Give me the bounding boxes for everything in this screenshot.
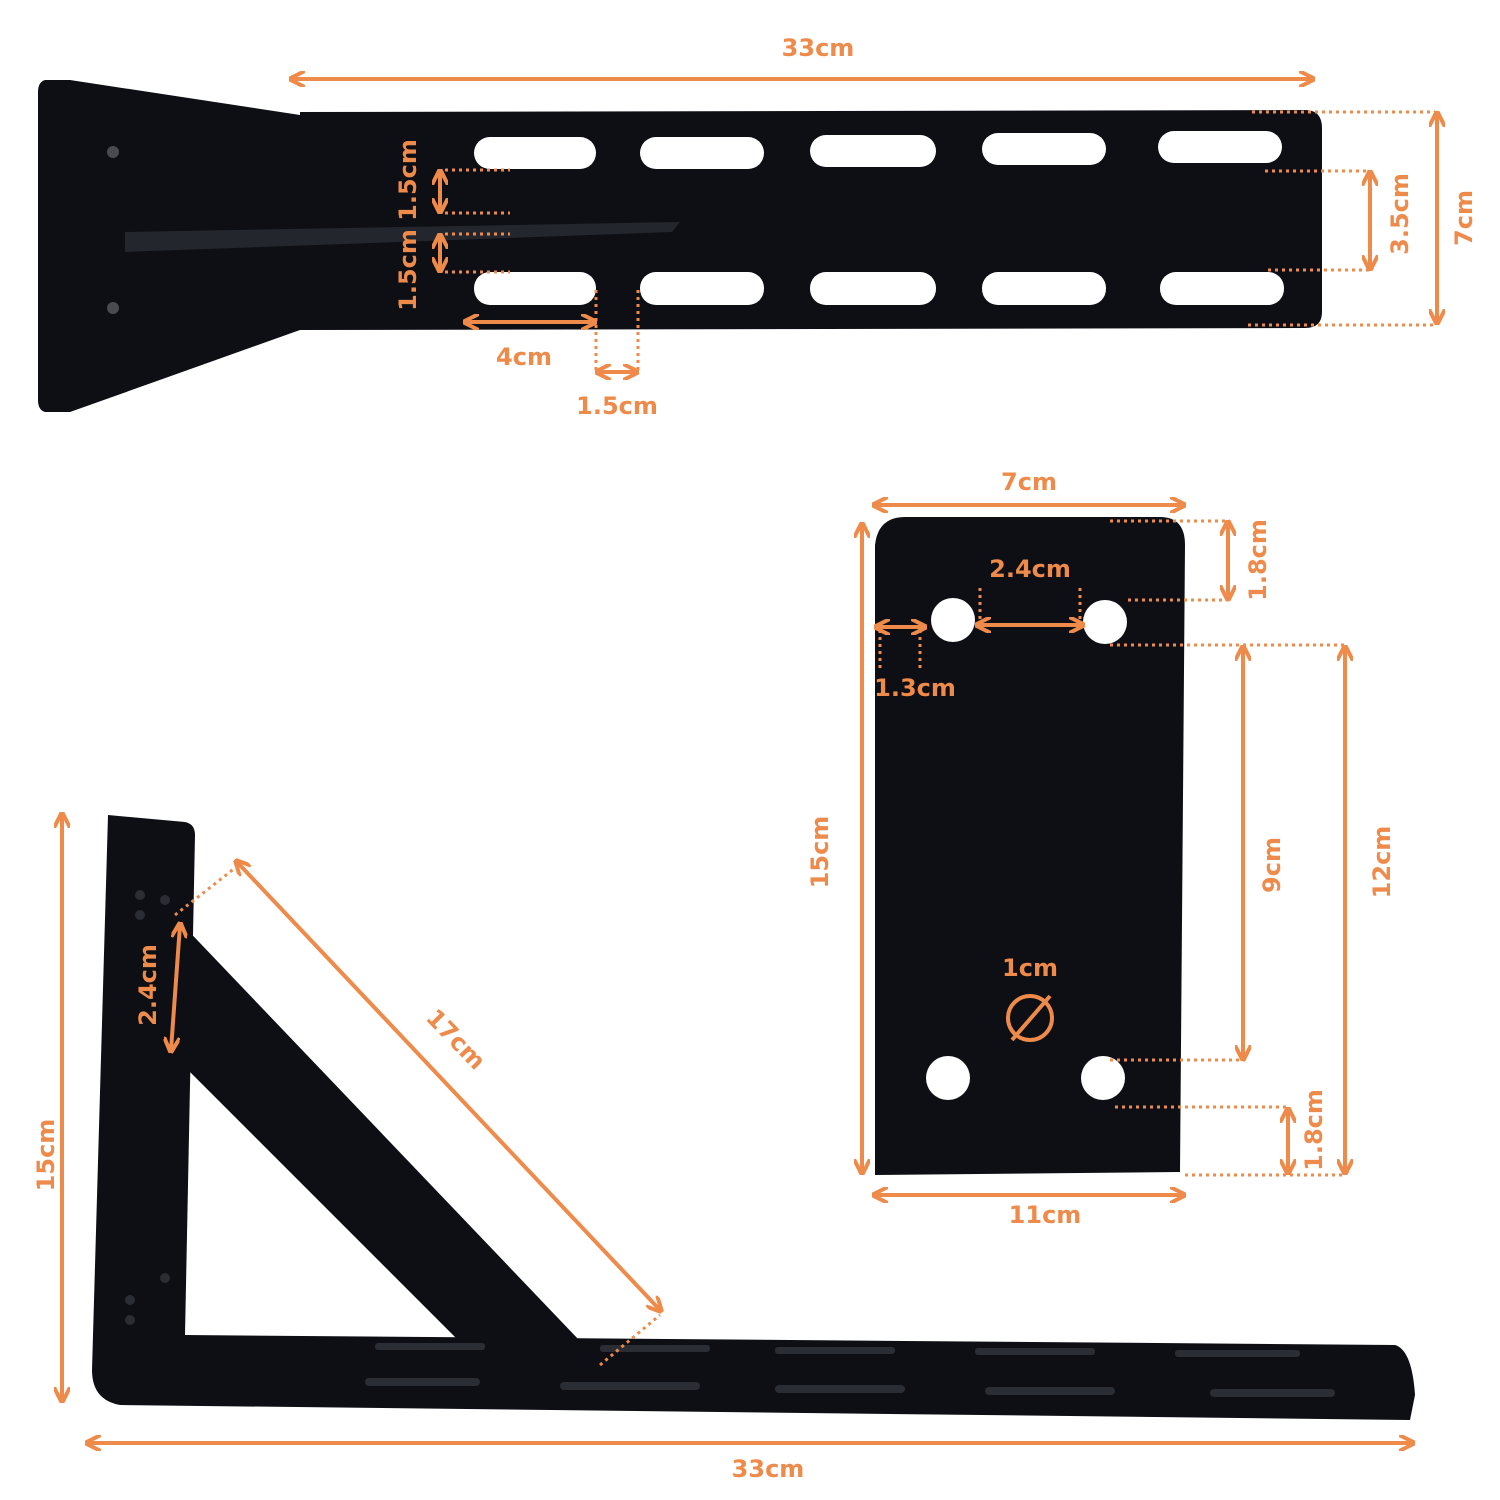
label-hole-spacing: 2.4cm xyxy=(989,555,1071,583)
side-view-bracket xyxy=(92,815,1415,1420)
label-plate-bottom-width: 11cm xyxy=(1009,1201,1082,1229)
rib xyxy=(125,222,680,252)
label-slot-spacing: 1.5cm xyxy=(576,392,658,420)
label-slot-length: 4cm xyxy=(496,343,552,371)
label-side-length: 33cm xyxy=(732,1455,805,1483)
label-brace-length: 17cm xyxy=(420,1004,491,1076)
label-edge-offset: 1.3cm xyxy=(874,674,956,702)
label-hole-diameter: 1cm xyxy=(1002,954,1058,982)
label-slot-gap-upper: 1.5cm xyxy=(394,139,422,221)
label-plate-height: 15cm xyxy=(806,816,834,889)
label-slot-row-distance: 3.5cm xyxy=(1386,173,1414,255)
label-plate-top-width: 7cm xyxy=(1001,468,1057,496)
label-hole-vertical-distance: 9cm xyxy=(1258,837,1286,893)
diameter-icon xyxy=(1006,994,1054,1042)
label-top-hole-offset: 1.8cm xyxy=(1244,519,1272,601)
label-slot-gap-lower: 1.5cm xyxy=(394,229,422,311)
label-brace-width: 2.4cm xyxy=(134,944,162,1026)
label-overall-hole-distance: 12cm xyxy=(1368,826,1396,899)
slots-top xyxy=(474,131,1284,305)
label-bottom-hole-offset: 1.8cm xyxy=(1300,1089,1328,1171)
label-side-height: 15cm xyxy=(32,1119,60,1192)
top-view-dimensions: 33cm 1.5cm 1.5cm 4cm 1.5cm 3.5cm 7cm xyxy=(292,34,1478,420)
top-view-bracket xyxy=(38,80,1322,412)
plate-view-dimensions: 7cm 1.8cm 2.4cm 1.3cm 15cm 9cm 12cm 1cm … xyxy=(806,468,1396,1229)
label-top-length: 33cm xyxy=(782,34,855,62)
plate-view xyxy=(875,517,1185,1175)
label-top-width: 7cm xyxy=(1450,190,1478,246)
